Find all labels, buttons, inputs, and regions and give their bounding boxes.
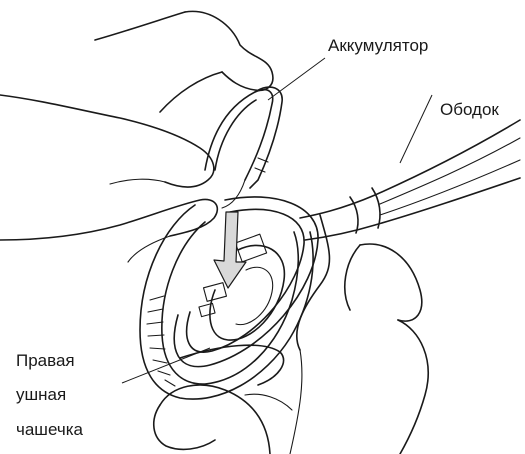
headband bbox=[300, 120, 520, 240]
battery-label: Аккумулятор bbox=[328, 37, 428, 54]
headband-leader-line bbox=[400, 95, 432, 163]
ear-cup-leader-line bbox=[122, 348, 210, 383]
insertion-arrow-icon bbox=[214, 212, 246, 288]
right-ear-cup-label-line-2: ушная bbox=[16, 386, 66, 403]
battery-leader-line bbox=[268, 58, 325, 100]
lower-hand bbox=[154, 215, 428, 454]
right-ear-cup-label-line-1: Правая bbox=[16, 352, 75, 369]
right-ear-cup-label-line-3: чашечка bbox=[16, 421, 83, 438]
battery bbox=[205, 87, 282, 208]
headband-label: Ободок bbox=[440, 101, 499, 118]
